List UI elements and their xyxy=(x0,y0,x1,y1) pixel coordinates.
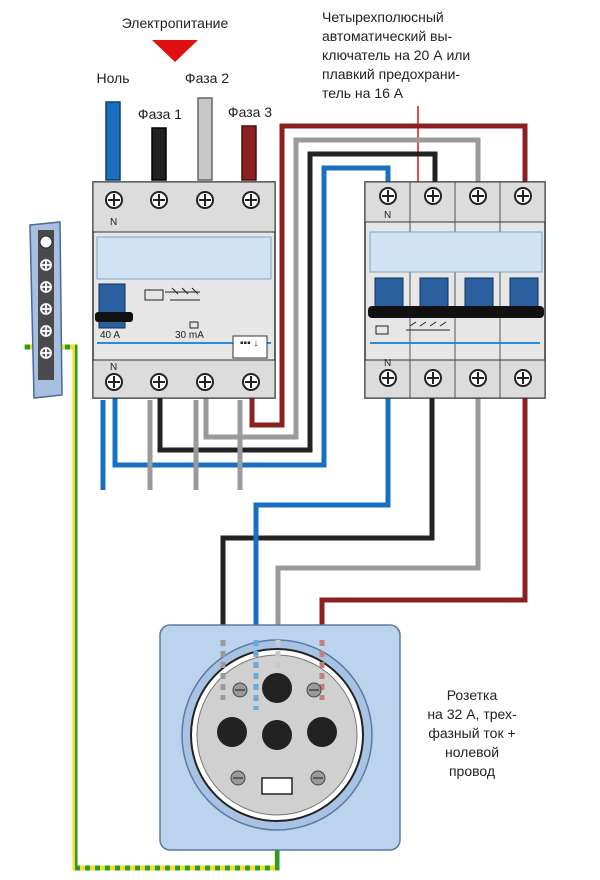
phase3-wire xyxy=(249,123,528,428)
neutral-label: Ноль xyxy=(96,70,129,86)
rcd-device: N 40 A 30 mA ▪▪▪ ↓ N xyxy=(92,181,276,399)
svg-text:автоматический вы-: автоматический вы- xyxy=(322,28,453,44)
phase3-label: Фаза 3 xyxy=(228,104,272,120)
svg-text:провод: провод xyxy=(449,763,495,779)
phase1-label: Фаза 1 xyxy=(138,106,182,122)
socket-note: Розетка на 32 А, трех- фазный ток + ноле… xyxy=(427,687,517,779)
phase2-label: Фаза 2 xyxy=(185,70,229,86)
breaker-note: Четырехполюсный автоматический вы- ключа… xyxy=(322,9,470,101)
svg-text:30 mA: 30 mA xyxy=(175,330,204,341)
input-cables xyxy=(105,97,257,181)
svg-text:тель на 16 А: тель на 16 А xyxy=(322,85,404,101)
neutral-wire xyxy=(112,165,391,468)
four-pole-breaker: N N xyxy=(364,181,546,399)
svg-text:ключатель на 20 А или: ключатель на 20 А или xyxy=(322,47,470,63)
svg-text:N: N xyxy=(384,210,391,221)
power-arrow-icon xyxy=(152,40,198,62)
wiring xyxy=(100,123,528,635)
phase2-wire xyxy=(203,137,481,440)
svg-text:40 A: 40 A xyxy=(100,330,120,341)
svg-text:фазный ток +: фазный ток + xyxy=(428,725,515,741)
ground-bus-bar xyxy=(29,221,63,399)
svg-text:Розетка: Розетка xyxy=(447,687,498,703)
svg-text:N: N xyxy=(110,362,117,373)
socket-32a xyxy=(159,624,401,851)
svg-text:Четырехполюсный: Четырехполюсный xyxy=(322,9,444,25)
phase1-wire xyxy=(157,151,438,453)
svg-text:N: N xyxy=(110,217,117,228)
svg-text:на 32 А, трех-: на 32 А, трех- xyxy=(427,706,517,722)
svg-text:N: N xyxy=(384,358,391,369)
svg-text:плавкий предохрани-: плавкий предохрани- xyxy=(322,66,460,82)
power-supply-label: Электропитание xyxy=(122,15,229,31)
svg-text:нолевой: нолевой xyxy=(445,744,499,760)
svg-text:▪▪▪ ↓: ▪▪▪ ↓ xyxy=(240,338,258,349)
